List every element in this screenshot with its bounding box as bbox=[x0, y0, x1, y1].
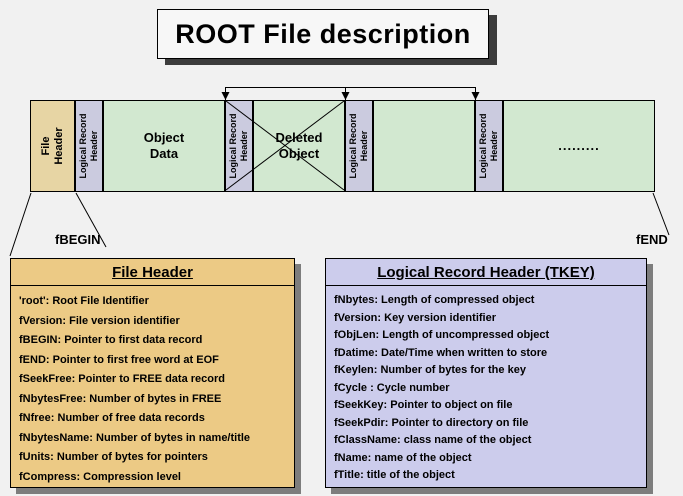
record-span-arrowheads bbox=[221, 92, 480, 100]
logical-record-header-box-title: Logical Record Header (TKEY) bbox=[326, 259, 646, 286]
field-description: fVersion: File version identifier bbox=[19, 314, 180, 327]
field-description: fNbytesName: Number of bytes in name/tit… bbox=[19, 431, 251, 444]
fend-leader-line bbox=[652, 192, 670, 236]
field-description: fCompress: Compression level bbox=[19, 470, 181, 483]
bar-section-empty bbox=[373, 100, 475, 192]
file-structure-bar: File Header Logical Record Header Object… bbox=[30, 100, 655, 192]
field-description: fName: name of the object bbox=[334, 451, 472, 464]
field-description: fSeekFree: Pointer to FREE data record bbox=[19, 373, 225, 385]
logical-record-header-box-items: fNbytes: Length of compressed object fVe… bbox=[326, 286, 646, 485]
fbegin-label: fBEGIN bbox=[55, 232, 101, 247]
field-description: fNbytesFree: Number of bytes in FREE bbox=[19, 392, 222, 405]
bar-section-lrh1-label: Logical Record Header bbox=[78, 113, 99, 179]
diagram-title-box: ROOT File description bbox=[157, 9, 489, 59]
file-header-box-items: 'root': Root File Identifier fVersion: F… bbox=[11, 286, 294, 487]
field-description: fClassName: class name of the object bbox=[334, 434, 532, 446]
bar-section-object-data: Object Data bbox=[103, 100, 225, 192]
bar-section-continuation-label: ......... bbox=[558, 137, 600, 153]
field-description: fNbytes: Length of compressed object bbox=[334, 294, 535, 306]
bar-section-deleted-object-label: Deleted Object bbox=[275, 129, 323, 161]
file-header-box: File Header 'root': Root File Identifier… bbox=[10, 258, 295, 488]
logical-record-header-box: Logical Record Header (TKEY) fNbytes: Le… bbox=[325, 258, 647, 488]
field-description: fNfree: Number of free data records bbox=[19, 412, 205, 424]
field-description: fCycle : Cycle number bbox=[334, 381, 450, 394]
field-description: fTitle: title of the object bbox=[334, 469, 455, 481]
bar-section-logical-record-header-3: Logical Record Header bbox=[345, 100, 373, 192]
bar-section-logical-record-header-1: Logical Record Header bbox=[75, 100, 103, 192]
field-description: fKeylen: Number of bytes for the key bbox=[334, 364, 526, 376]
field-description: fUnits: Number of bytes for pointers bbox=[19, 451, 208, 463]
field-description: fEND: Pointer to first free word at EOF bbox=[19, 353, 219, 366]
bar-section-lrh4-label: Logical Record Header bbox=[478, 113, 499, 179]
bar-section-file-header-label: File Header bbox=[39, 127, 65, 165]
fend-label: fEND bbox=[636, 232, 668, 247]
field-description: fSeekKey: Pointer to object on file bbox=[334, 399, 513, 411]
field-description: fDatime: Date/Time when written to store bbox=[334, 346, 548, 359]
record-span-arrows bbox=[225, 87, 476, 100]
field-description: fBEGIN: Pointer to first data record bbox=[19, 334, 203, 346]
field-description: 'root': Root File Identifier bbox=[19, 295, 149, 307]
bar-section-logical-record-header-2: Logical Record Header bbox=[225, 100, 253, 192]
bar-section-file-header: File Header bbox=[30, 100, 75, 192]
bar-section-logical-record-header-4: Logical Record Header bbox=[475, 100, 503, 192]
file-header-box-title: File Header bbox=[11, 259, 294, 286]
bar-section-object-data-label: Object Data bbox=[143, 129, 185, 161]
bar-section-lrh2-label: Logical Record Header bbox=[228, 113, 249, 179]
field-description: fSeekPdir: Pointer to directory on file bbox=[334, 416, 529, 429]
bar-section-deleted-object: Deleted Object bbox=[253, 100, 345, 192]
bar-section-continuation: ......... bbox=[503, 100, 655, 192]
field-description: fObjLen: Length of uncompressed object bbox=[334, 329, 550, 341]
diagram-title: ROOT File description bbox=[175, 18, 471, 49]
bar-section-lrh3-label: Logical Record Header bbox=[348, 113, 369, 179]
field-description: fVersion: Key version identifier bbox=[334, 311, 496, 324]
